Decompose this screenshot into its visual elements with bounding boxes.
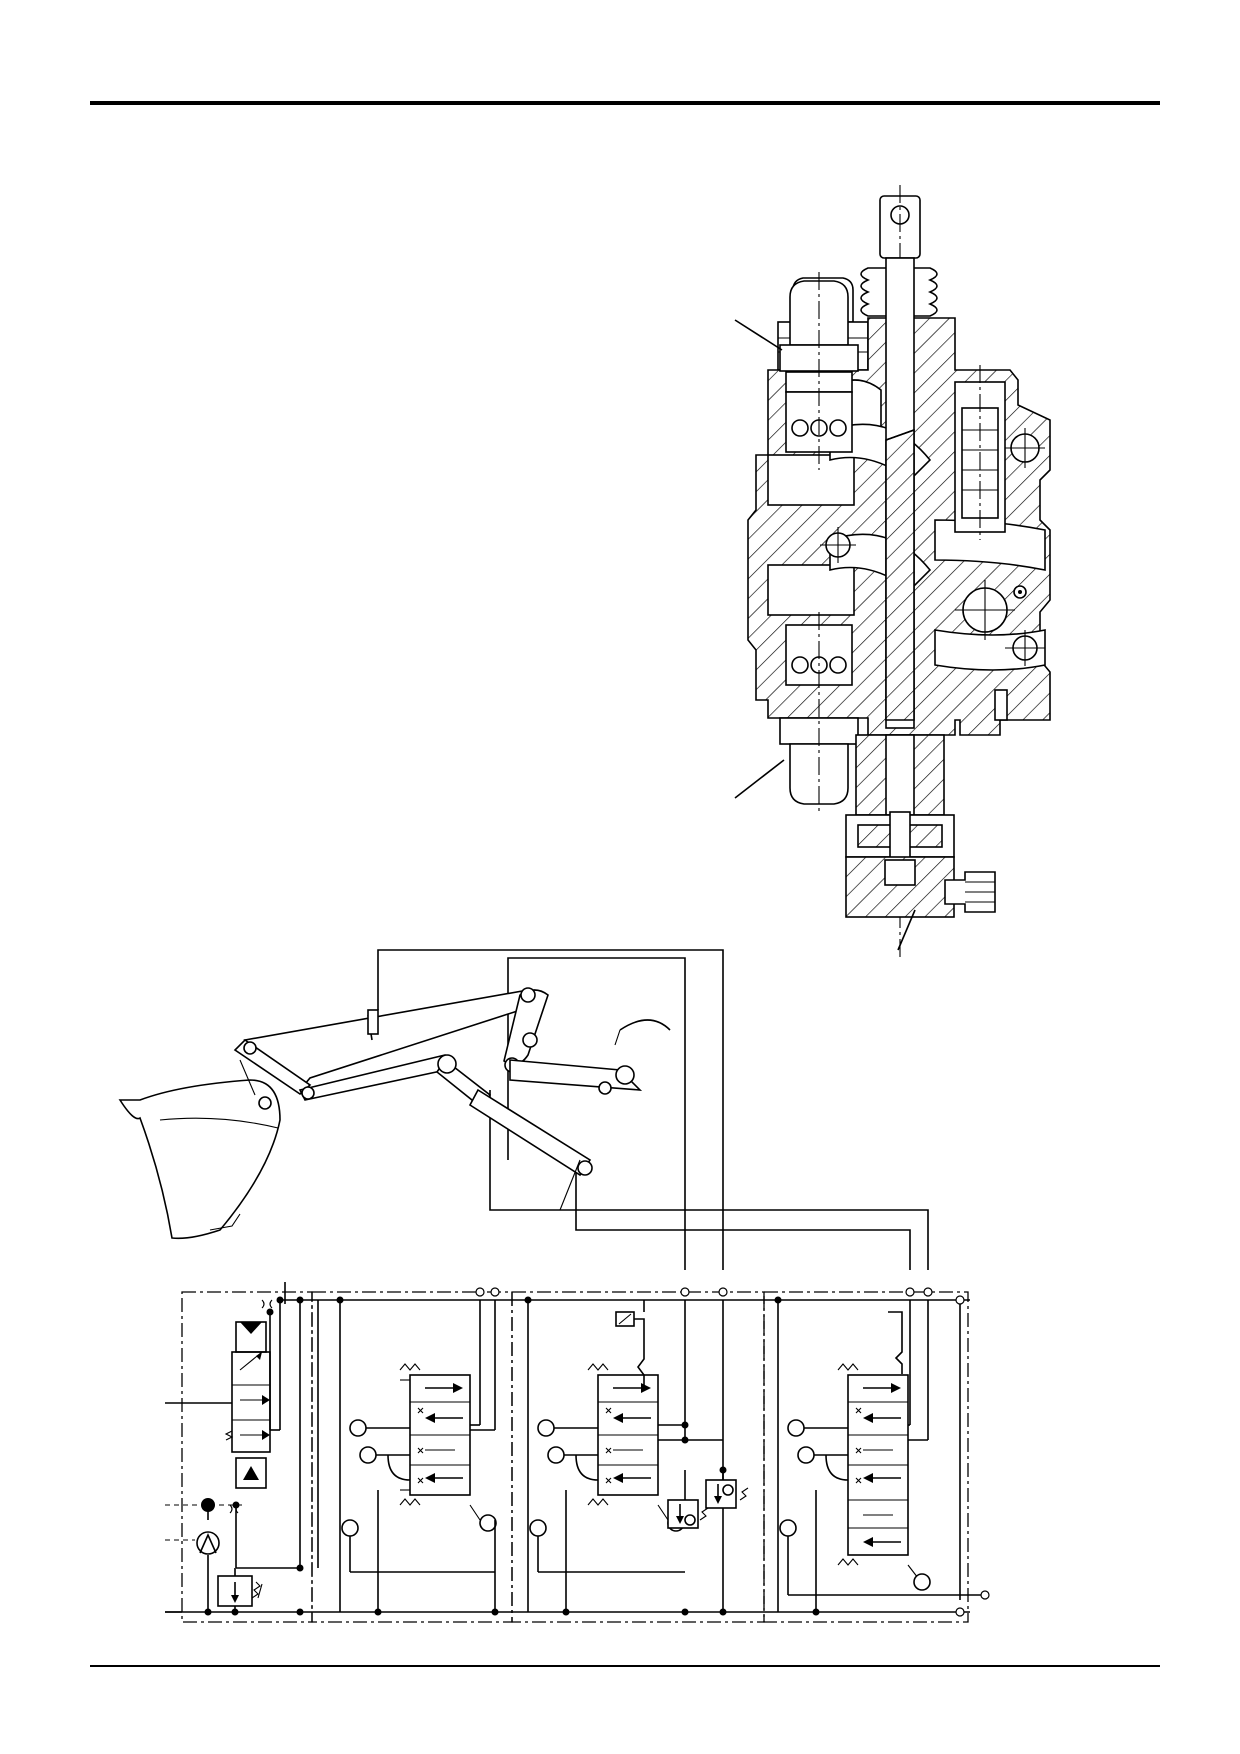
section-inlet [181,1291,313,1623]
spool-valve-1 [317,1300,497,1612]
leader-upper [734,319,783,351]
header-rule [90,101,1160,105]
section-3 [763,1291,969,1623]
section-2 [511,1291,765,1623]
spool-valve-2 [527,1300,749,1612]
hydraulic-circuit-schematic [165,1282,990,1623]
section-1 [311,1291,513,1623]
junction-dots [204,1296,820,1616]
footer-rule [90,1665,1160,1667]
port-markers [165,1287,990,1617]
control-valve-cross-section [747,185,1051,960]
leader-lower [734,759,785,799]
spool-valve-3 [777,1300,960,1612]
leader-connector [897,909,916,951]
front-loader-linkage [118,949,929,1270]
bucket [118,1079,281,1240]
port-relief-a [667,1499,699,1529]
callout-leaders [734,319,916,951]
